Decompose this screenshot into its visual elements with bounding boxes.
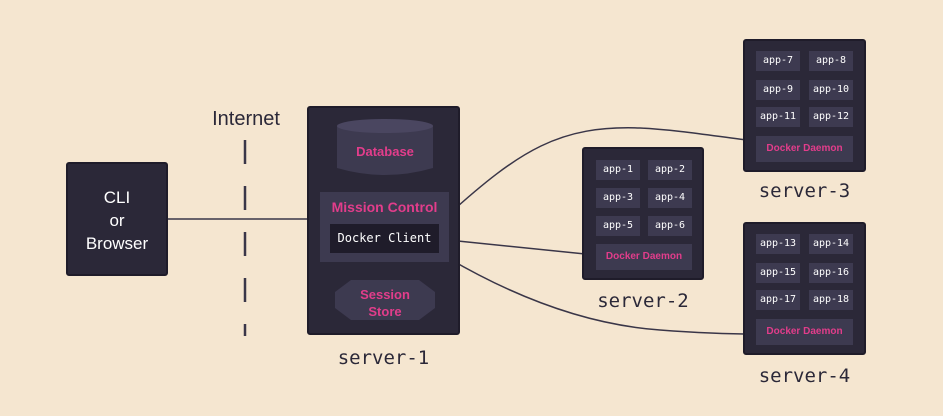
- client-box: CLI or Browser: [66, 162, 168, 276]
- app-tile: app-8: [809, 51, 853, 71]
- server3-connection: [447, 127, 756, 216]
- app-tile: app-6: [648, 216, 692, 236]
- server2-label: server-2: [597, 290, 689, 312]
- app-tile: app-16: [809, 263, 853, 283]
- app-tile: app-17: [756, 290, 800, 310]
- internet-label: Internet: [212, 108, 280, 130]
- app-tile: app-4: [648, 188, 692, 208]
- client-line-3: Browser: [85, 234, 149, 253]
- docker-client-label: Docker Client: [330, 224, 439, 253]
- app-tile: app-15: [756, 263, 800, 283]
- session-store-line-2: Store: [368, 304, 402, 319]
- mission-control-box: Mission Control Docker Client: [320, 192, 449, 262]
- server4-connection: [447, 257, 756, 335]
- app-tile: app-10: [809, 80, 853, 100]
- server4-box: app-13 app-14 app-15 app-16 app-17 app-1…: [743, 222, 866, 355]
- server1-box: Database Mission Control Docker Client S…: [307, 106, 460, 335]
- database-cylinder: [337, 119, 433, 175]
- app-tile: app-12: [809, 107, 853, 127]
- app-tile: app-7: [756, 51, 800, 71]
- app-tile: app-11: [756, 107, 800, 127]
- app-tile: app-18: [809, 290, 853, 310]
- app-tile: app-1: [596, 160, 640, 180]
- server2-box: app-1 app-2 app-3 app-4 app-5 app-6 Dock…: [582, 147, 704, 280]
- session-store-label: Session Store: [335, 286, 435, 320]
- database-label: Database: [356, 144, 414, 159]
- client-line-1: CLI: [103, 188, 131, 207]
- session-store-shape: [335, 280, 435, 320]
- app-tile: app-2: [648, 160, 692, 180]
- app-tile: app-14: [809, 234, 853, 254]
- server3-label: server-3: [758, 180, 851, 202]
- docker-daemon-label: Docker Daemon: [596, 244, 692, 270]
- app-tile: app-5: [596, 216, 640, 236]
- server2-connection: [447, 239, 596, 256]
- server3-box: app-7 app-8 app-9 app-10 app-11 app-12 D…: [743, 39, 866, 172]
- session-store-line-1: Session: [360, 287, 410, 302]
- mission-control-label: Mission Control: [331, 199, 438, 215]
- app-tile: app-9: [756, 80, 800, 100]
- server4-label: server-4: [758, 365, 851, 387]
- client-line-2: or: [109, 211, 125, 230]
- docker-daemon-label: Docker Daemon: [756, 136, 853, 162]
- app-tile: app-13: [756, 234, 800, 254]
- server1-label: server-1: [337, 347, 430, 369]
- docker-daemon-label: Docker Daemon: [756, 319, 853, 345]
- app-tile: app-3: [596, 188, 640, 208]
